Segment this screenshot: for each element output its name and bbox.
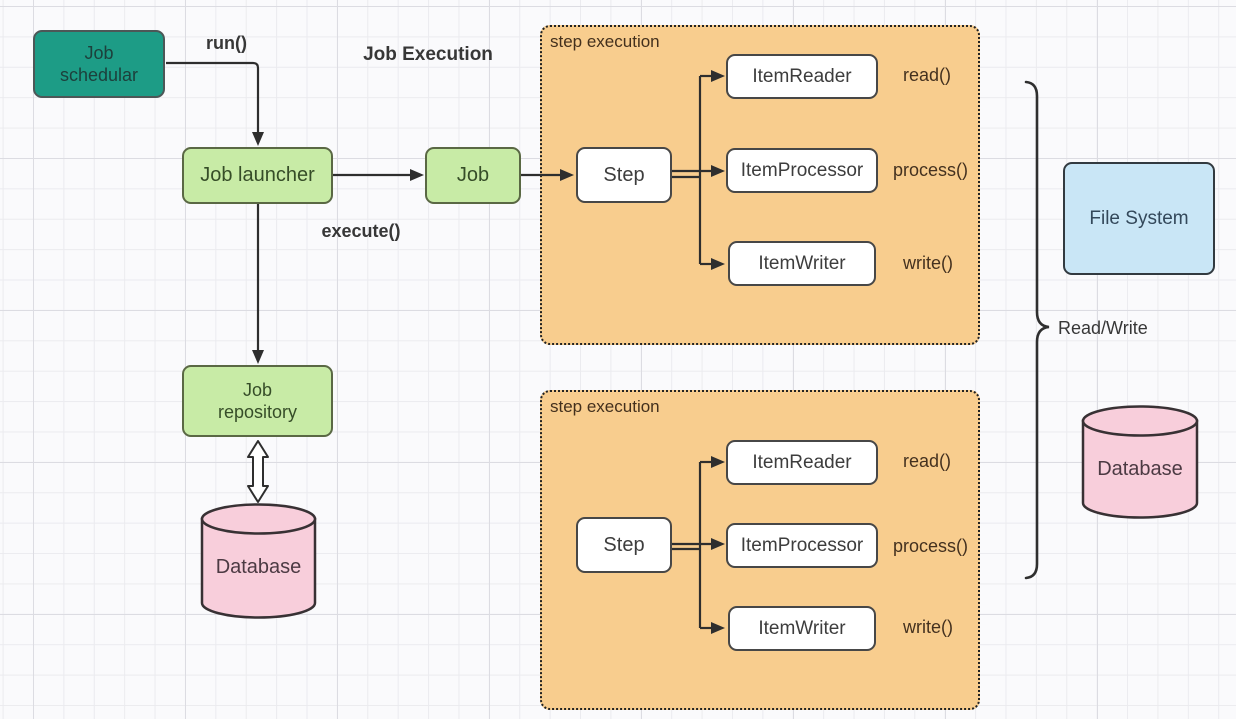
node-job-scheduler: Job schedular xyxy=(33,30,165,98)
arrowhead-repository xyxy=(252,350,264,364)
database-cylinder-right xyxy=(1081,405,1199,519)
item-processor-2-label: ItemProcessor xyxy=(740,534,864,556)
arrowhead-job xyxy=(410,169,424,181)
arrowhead-writer2 xyxy=(711,622,725,634)
item-writer-1-label: ItemWriter xyxy=(758,252,846,274)
arrowhead-processor2 xyxy=(711,538,725,550)
node-job: Job xyxy=(425,147,521,204)
node-item-writer-1: ItemWriter xyxy=(728,241,876,286)
execute-label: execute() xyxy=(321,221,401,241)
arrowhead-processor1 xyxy=(711,165,725,177)
item-reader-1-label: ItemReader xyxy=(752,65,852,87)
database-cylinder-left xyxy=(200,503,317,619)
arrowheads xyxy=(252,70,725,634)
node-job-launcher: Job launcher xyxy=(182,147,333,204)
item-reader-2-label: ItemReader xyxy=(752,451,852,473)
write-method-1: write() xyxy=(903,253,953,273)
node-item-reader-2: ItemReader xyxy=(726,440,878,485)
database-left-label: Database xyxy=(215,556,302,578)
node-item-writer-2: ItemWriter xyxy=(728,606,876,651)
read-write-brace xyxy=(1024,80,1050,580)
node-step-2: Step xyxy=(576,517,672,573)
read-method-2: read() xyxy=(903,451,952,471)
arrowhead-writer1 xyxy=(711,258,725,270)
double-arrow-repository-database xyxy=(247,440,269,503)
diagram-title: Job Execution xyxy=(363,44,493,65)
job-label: Job xyxy=(456,164,490,186)
job-scheduler-label: Job schedular xyxy=(59,42,139,86)
write-method-2: write() xyxy=(903,617,953,637)
node-item-processor-1: ItemProcessor xyxy=(726,148,878,193)
node-job-repository: Job repository xyxy=(182,365,333,437)
node-step-1: Step xyxy=(576,147,672,203)
step-2-label: Step xyxy=(603,533,645,556)
node-item-reader-1: ItemReader xyxy=(726,54,878,99)
cylinder-top xyxy=(200,503,317,535)
read-method-1: read() xyxy=(903,65,952,85)
item-processor-1-label: ItemProcessor xyxy=(740,159,864,181)
arrowhead-step1 xyxy=(560,169,574,181)
job-launcher-label: Job launcher xyxy=(200,164,315,186)
arrowhead-reader2 xyxy=(711,456,725,468)
edge-run xyxy=(166,61,260,133)
read-write-label: Read/Write xyxy=(1058,318,1148,338)
cylinder-body xyxy=(200,517,317,619)
step-execution-label-1: step execution xyxy=(550,32,660,51)
item-writer-2-label: ItemWriter xyxy=(758,617,846,639)
node-item-processor-2: ItemProcessor xyxy=(726,523,878,568)
database-right-label: Database xyxy=(1097,458,1183,480)
process-method-1: process() xyxy=(893,160,969,180)
cylinder-top xyxy=(1081,405,1199,437)
process-method-2: process() xyxy=(893,536,969,556)
arrowhead-launcher xyxy=(252,132,264,146)
node-file-system: File System xyxy=(1063,162,1215,275)
run-label: run() xyxy=(206,33,247,53)
arrowhead-reader1 xyxy=(711,70,725,82)
edges xyxy=(166,61,712,630)
step-execution-label-2: step execution xyxy=(550,397,660,416)
step-1-label: Step xyxy=(603,163,645,186)
cylinder-body xyxy=(1081,419,1199,519)
file-system-label: File System xyxy=(1089,207,1189,229)
job-repository-label: Job repository xyxy=(217,379,298,423)
